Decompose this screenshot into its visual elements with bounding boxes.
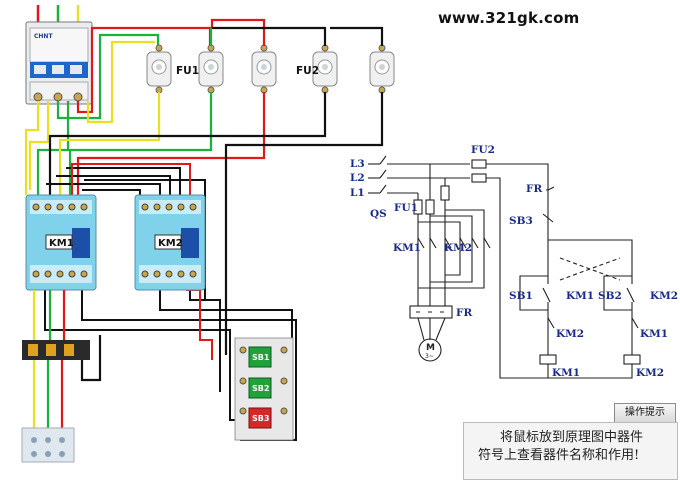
operation-hint-button[interactable]: 操作提示: [614, 403, 676, 423]
schematic: [368, 155, 641, 379]
schematic-km1-main[interactable]: KM1: [393, 242, 421, 254]
schematic-l2[interactable]: L2: [350, 172, 365, 184]
button-sb1[interactable]: [248, 346, 272, 368]
fuse-1[interactable]: [146, 51, 172, 87]
thermal-relay[interactable]: [22, 340, 90, 360]
hint-line-1: 将鼠标放到原理图中器件: [500, 430, 644, 445]
fuse-3[interactable]: [251, 51, 277, 87]
sb2-label: SB2: [252, 384, 269, 393]
schematic-l3[interactable]: L3: [350, 158, 365, 170]
contactor-km1[interactable]: [25, 194, 97, 291]
schematic-fu1[interactable]: FU1: [394, 202, 418, 214]
contactor-km2[interactable]: [134, 194, 206, 291]
supply-wires: [36, 5, 80, 22]
schematic-qs[interactable]: QS: [370, 208, 387, 220]
schematic-km2-aux[interactable]: KM2: [650, 290, 678, 302]
schematic-km2-main[interactable]: KM2: [444, 242, 472, 254]
hint-panel: 将鼠标放到原理图中器件 符号上查看器件名称和作用!: [463, 422, 678, 480]
schematic-km2-hold[interactable]: KM2: [556, 328, 584, 340]
schematic-km1-coil[interactable]: KM1: [552, 367, 580, 379]
schematic-motor-phase: 3~: [425, 353, 434, 360]
schematic-l1[interactable]: L1: [350, 187, 365, 199]
schematic-motor-m[interactable]: M: [426, 343, 435, 353]
schematic-fr-contact[interactable]: FR: [526, 183, 542, 195]
sb1-label: SB1: [252, 353, 270, 362]
button-box: [234, 337, 294, 441]
schematic-km1-hold[interactable]: KM1: [640, 328, 668, 340]
schematic-sb3[interactable]: SB3: [509, 215, 533, 227]
sb3-label: SB3: [252, 414, 269, 423]
fuse-group-1-label: FU1: [176, 65, 199, 77]
schematic-fu2[interactable]: FU2: [471, 144, 495, 156]
motor-terminal-box[interactable]: [21, 427, 75, 463]
button-sb3[interactable]: [248, 407, 272, 429]
website-url: www.321gk.com: [438, 9, 580, 27]
km2-label: KM2: [158, 238, 183, 249]
km1-label: KM1: [49, 238, 74, 249]
fuse-4[interactable]: [312, 51, 338, 87]
schematic-km2-coil[interactable]: KM2: [636, 367, 664, 379]
fuse-5[interactable]: [369, 51, 395, 87]
fuse-group-2-label: FU2: [296, 65, 319, 77]
schematic-km1-aux[interactable]: KM1: [566, 290, 594, 302]
breaker-qs[interactable]: CHNT: [25, 21, 93, 105]
fuse-2[interactable]: [198, 51, 224, 87]
hint-line-2: 符号上查看器件名称和作用!: [478, 448, 640, 463]
schematic-sb1[interactable]: SB1: [509, 290, 533, 302]
breaker-brand: CHNT: [34, 33, 53, 40]
button-sb2[interactable]: [248, 377, 272, 399]
fuses: [146, 44, 395, 94]
schematic-sb2[interactable]: SB2: [598, 290, 622, 302]
schematic-fr-overload[interactable]: FR: [456, 307, 472, 319]
